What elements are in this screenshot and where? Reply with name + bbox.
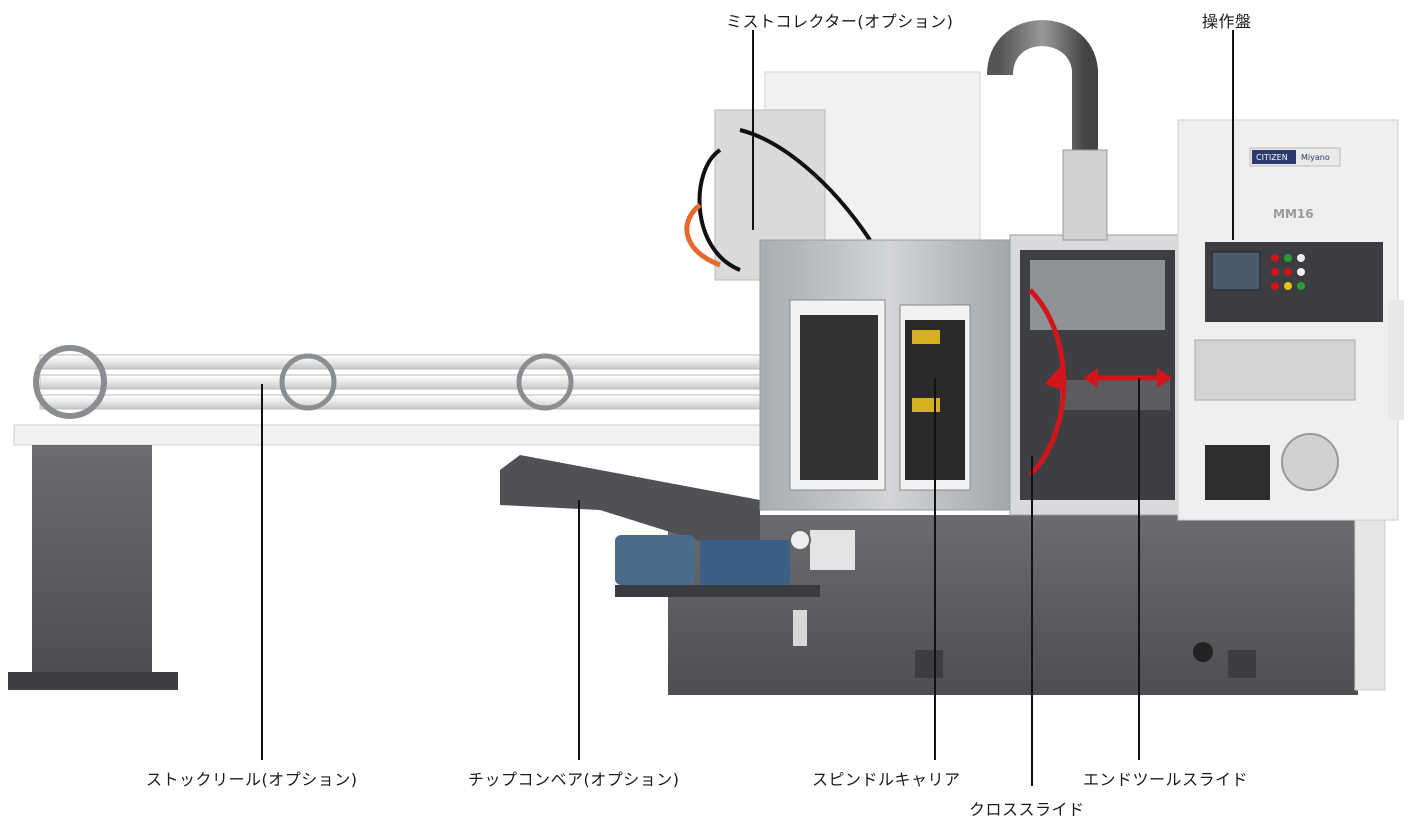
leader-chip-conveyor [578,500,580,760]
leader-spindle-carrier [934,378,936,760]
leader-end-tool-slide [1138,378,1140,760]
leader-cross-slide [1031,456,1033,786]
label-end-tool-slide: エンドツールスライド [1083,770,1249,789]
leader-operation-panel [1232,30,1234,240]
machining-area [759,234,1181,516]
label-spindle-carrier: スピンドルキャリア [812,770,961,789]
chip-conveyor [500,455,855,597]
leader-stock-reel [261,384,263,760]
exhaust-hose [987,20,1108,241]
label-operation-panel: 操作盤 [1202,12,1252,31]
model-text: MM16 [1273,207,1314,221]
operation-panel: CITIZEN Miyano MM16 [1177,119,1404,521]
label-stock-reel: ストックリール(オプション) [146,770,358,789]
stock-reel [8,345,775,690]
label-cross-slide: クロススライド [969,800,1085,819]
sub-brand-text: Miyano [1301,153,1330,162]
motion-arrows [1028,288,1172,477]
leader-mist-collector [752,30,754,230]
brand-text: CITIZEN [1256,153,1288,162]
label-mist-collector: ミストコレクター(オプション) [726,12,954,31]
label-chip-conveyor: チップコンベア(オプション) [468,770,680,789]
